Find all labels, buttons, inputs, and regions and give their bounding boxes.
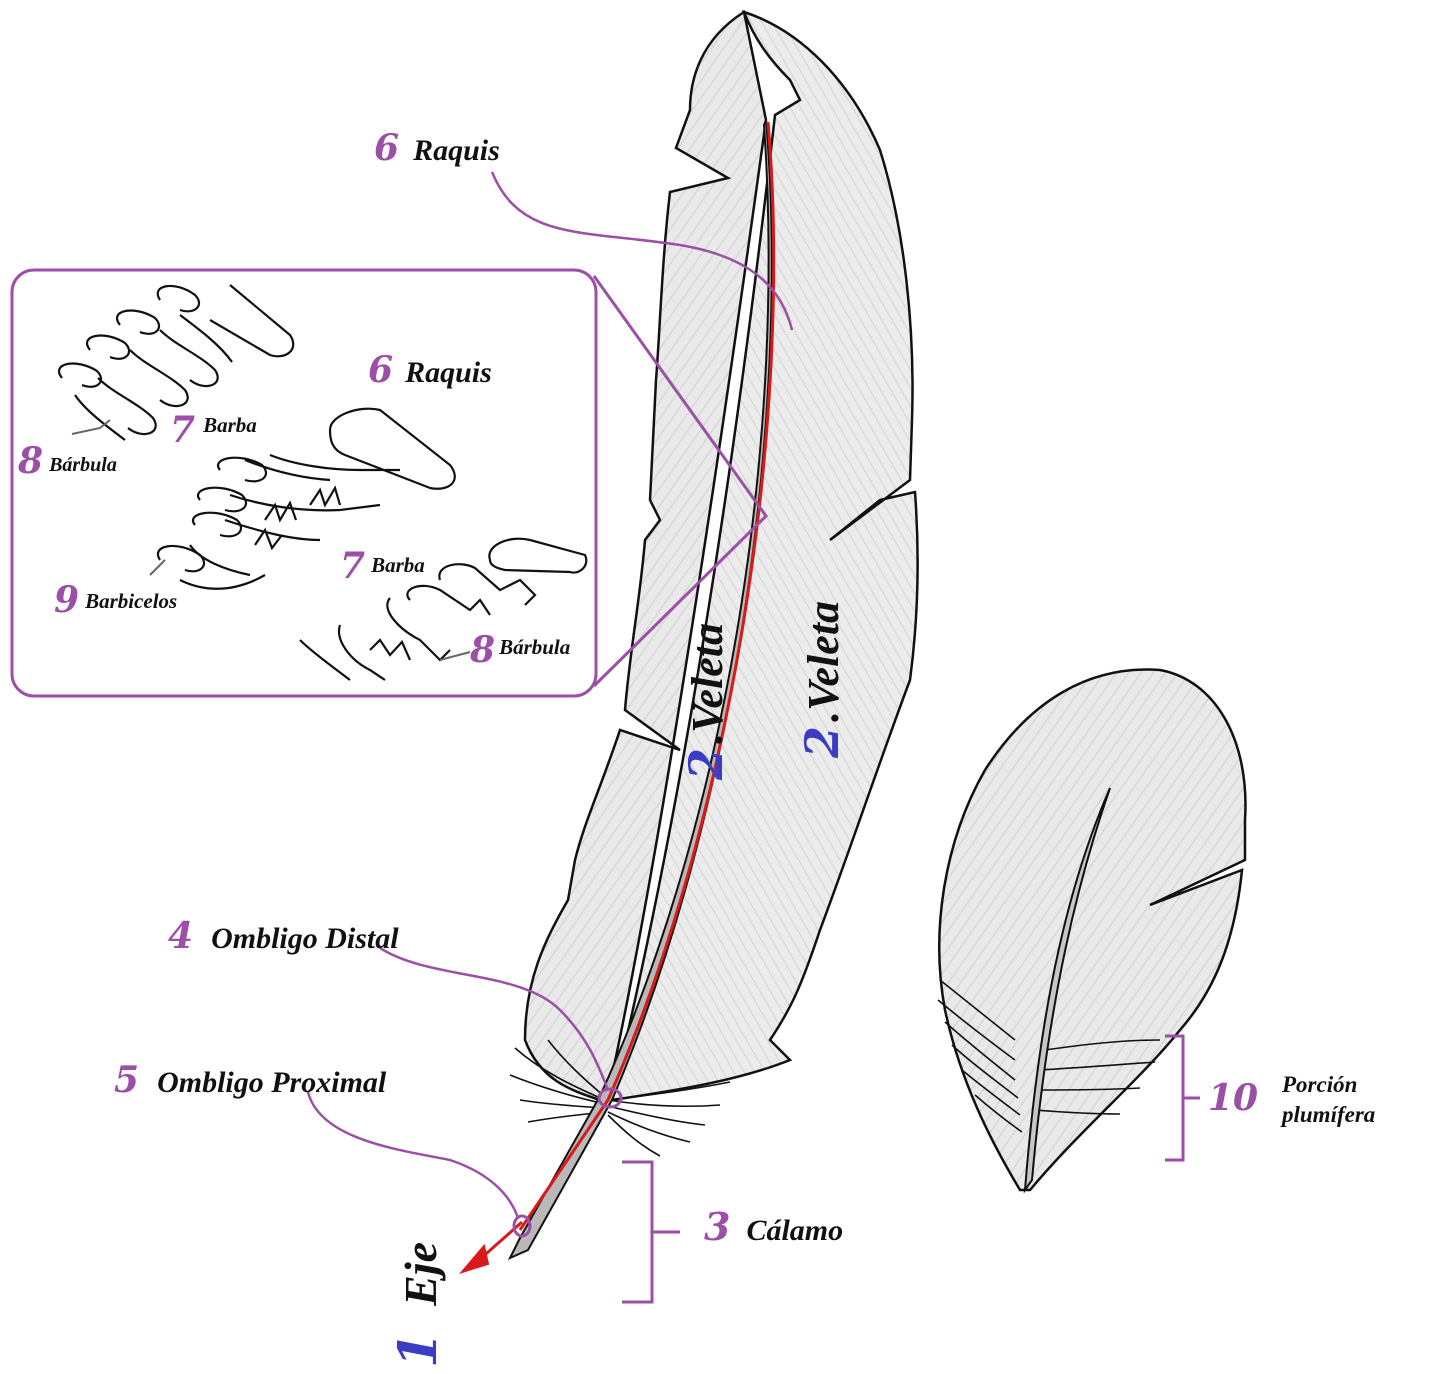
porcion-line1: Porción	[1281, 1072, 1357, 1097]
inset-frame	[12, 270, 596, 696]
small-feather	[938, 670, 1245, 1190]
small-feather-vane	[939, 670, 1245, 1190]
ombligo-proximal-label: 5 Ombligo Proximal	[114, 1059, 387, 1101]
calamo-label: 3 Cálamo	[704, 1204, 843, 1249]
porcion-line2: plumífera	[1280, 1102, 1375, 1127]
eje-label: 1 Eje	[388, 1242, 449, 1368]
ombligo-distal-label: 4 Ombligo Distal	[168, 915, 399, 957]
veleta-left-label: 2 .Veleta	[679, 623, 733, 781]
axis-arrow-head	[462, 1246, 488, 1272]
ombligo-proximal-leader	[308, 1092, 518, 1218]
porcion-bracket	[1165, 1036, 1200, 1160]
veleta-right-label: 2 .Veleta	[795, 601, 849, 759]
inset-raquis-label: 6 Raquis	[368, 349, 492, 391]
raquis-label: 6 Raquis	[374, 127, 500, 169]
calamo-bracket	[622, 1162, 680, 1302]
porcion-number: 10	[1208, 1077, 1258, 1119]
